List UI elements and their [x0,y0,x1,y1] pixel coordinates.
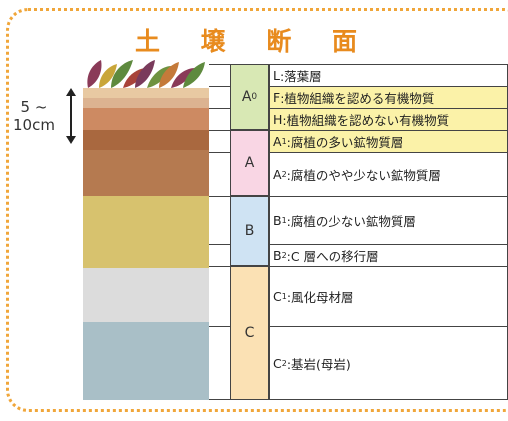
depth-range-top: 5 ~ [20,98,48,116]
dotted-frame [6,8,508,412]
soil-layer-litter [83,88,209,98]
soil-layer-a1 [83,130,209,150]
sublayer-l: L:落葉層 [273,67,322,84]
soil-layer-c1 [83,268,209,322]
soil-layer-b [83,196,209,268]
horizon-c: C [230,266,269,400]
soil-layer-c2 [83,322,209,400]
depth-arrow-icon [66,88,76,144]
horizon-b: B [230,196,269,266]
depth-label: 5 ~ 10cm [10,98,58,134]
depth-range-unit: 10cm [13,116,55,134]
soil-layer-h [83,108,209,130]
leaf-litter-icon [87,60,205,88]
page-title: 土 壌 断 面 [134,27,374,56]
soil-layer-a2 [83,150,209,196]
soil-layer-f [83,98,209,108]
sublayer-h: H:植物組織を認めない有機物質 [269,108,508,130]
sublayer-f: F:植物組織を認める有機物質 [269,86,508,108]
horizon-a: A [230,130,269,196]
